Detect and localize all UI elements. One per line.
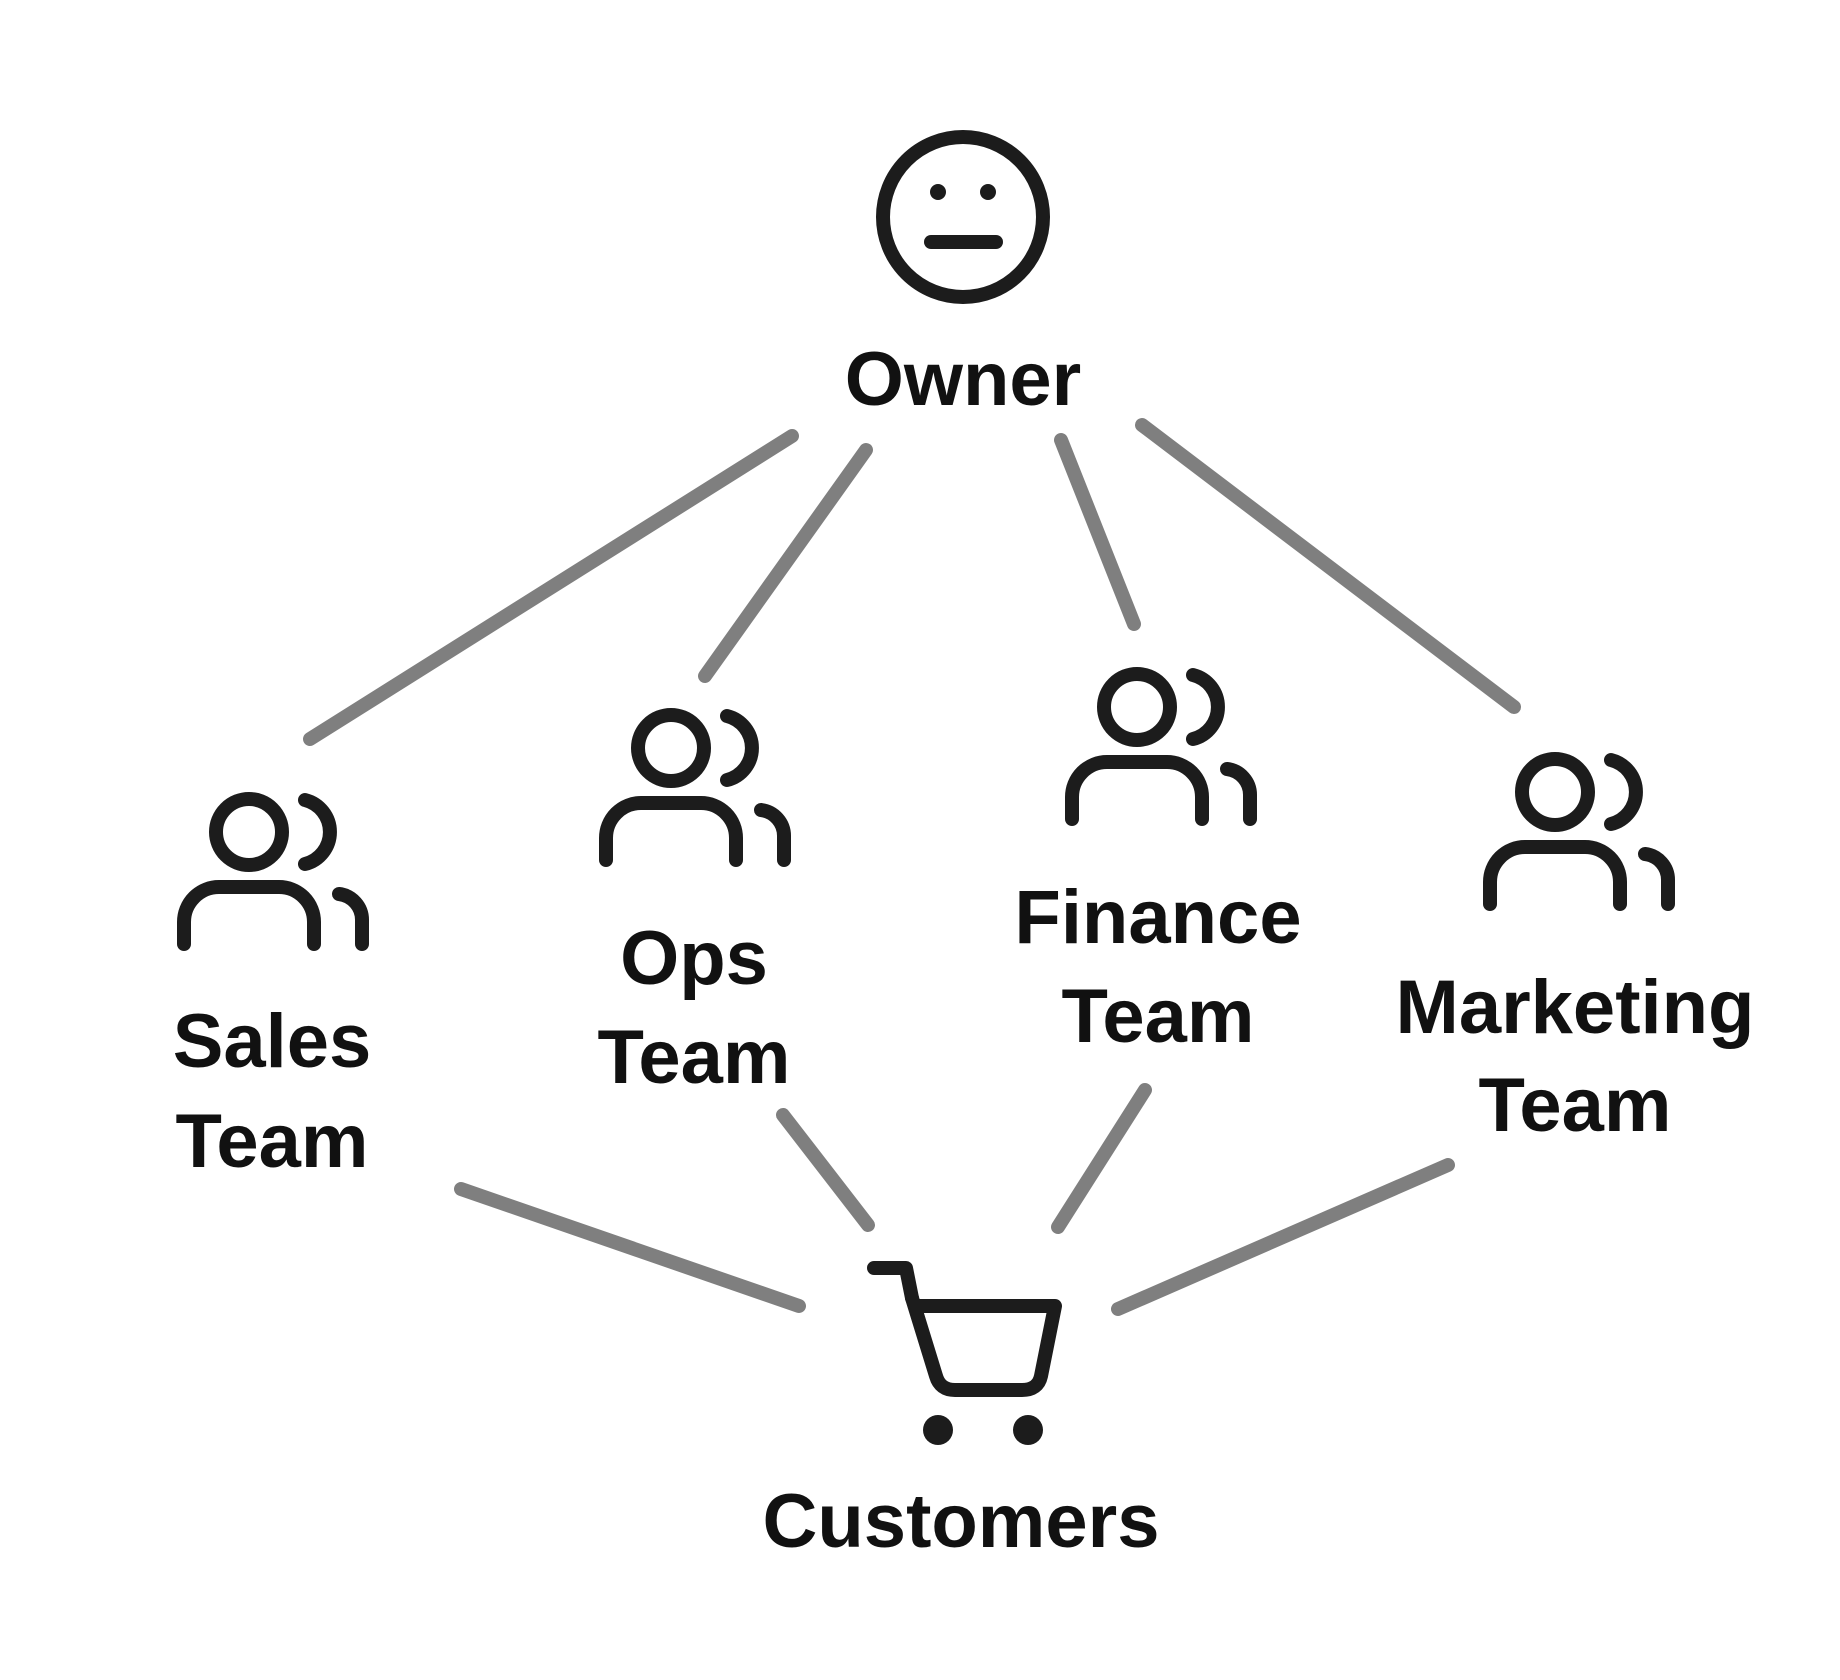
edge-owner-sales: [303, 429, 799, 746]
edge-owner-ops: [698, 443, 873, 683]
edge-finance-customers: [1051, 1083, 1152, 1234]
node-ops-team: Ops Team: [598, 708, 792, 1100]
edge-sales-customers: [454, 1182, 806, 1313]
node-marketing-team: Marketing Team: [1396, 752, 1755, 1148]
owner-label: Owner: [845, 337, 1082, 422]
finance-label-line2: Team: [1062, 974, 1255, 1059]
customers-label: Customers: [763, 1479, 1160, 1564]
sales-label-line2: Team: [176, 1099, 369, 1184]
node-sales-team: Sales Team: [173, 792, 372, 1184]
node-customers: Customers: [763, 1261, 1160, 1564]
edge-owner-finance: [1054, 433, 1141, 631]
edge-marketing-customers: [1111, 1158, 1455, 1316]
users-group-icon: [1065, 667, 1258, 826]
ops-label-line2: Team: [598, 1015, 791, 1100]
users-group-icon: [177, 792, 370, 951]
node-owner: Owner: [845, 130, 1082, 422]
node-finance-team: Finance Team: [1014, 667, 1302, 1059]
users-group-icon: [1483, 752, 1676, 911]
edge-owner-marketing: [1135, 418, 1521, 714]
neutral-face-icon: [876, 130, 1050, 304]
marketing-label-line2: Team: [1479, 1063, 1672, 1148]
finance-label-line1: Finance: [1014, 875, 1301, 960]
ops-label-line1: Ops: [620, 916, 768, 1001]
marketing-label-line1: Marketing: [1396, 965, 1755, 1050]
shopping-cart-icon: [867, 1261, 1062, 1445]
edge-ops-customers: [776, 1108, 875, 1232]
sales-label-line1: Sales: [173, 999, 372, 1084]
users-group-icon: [599, 708, 792, 867]
